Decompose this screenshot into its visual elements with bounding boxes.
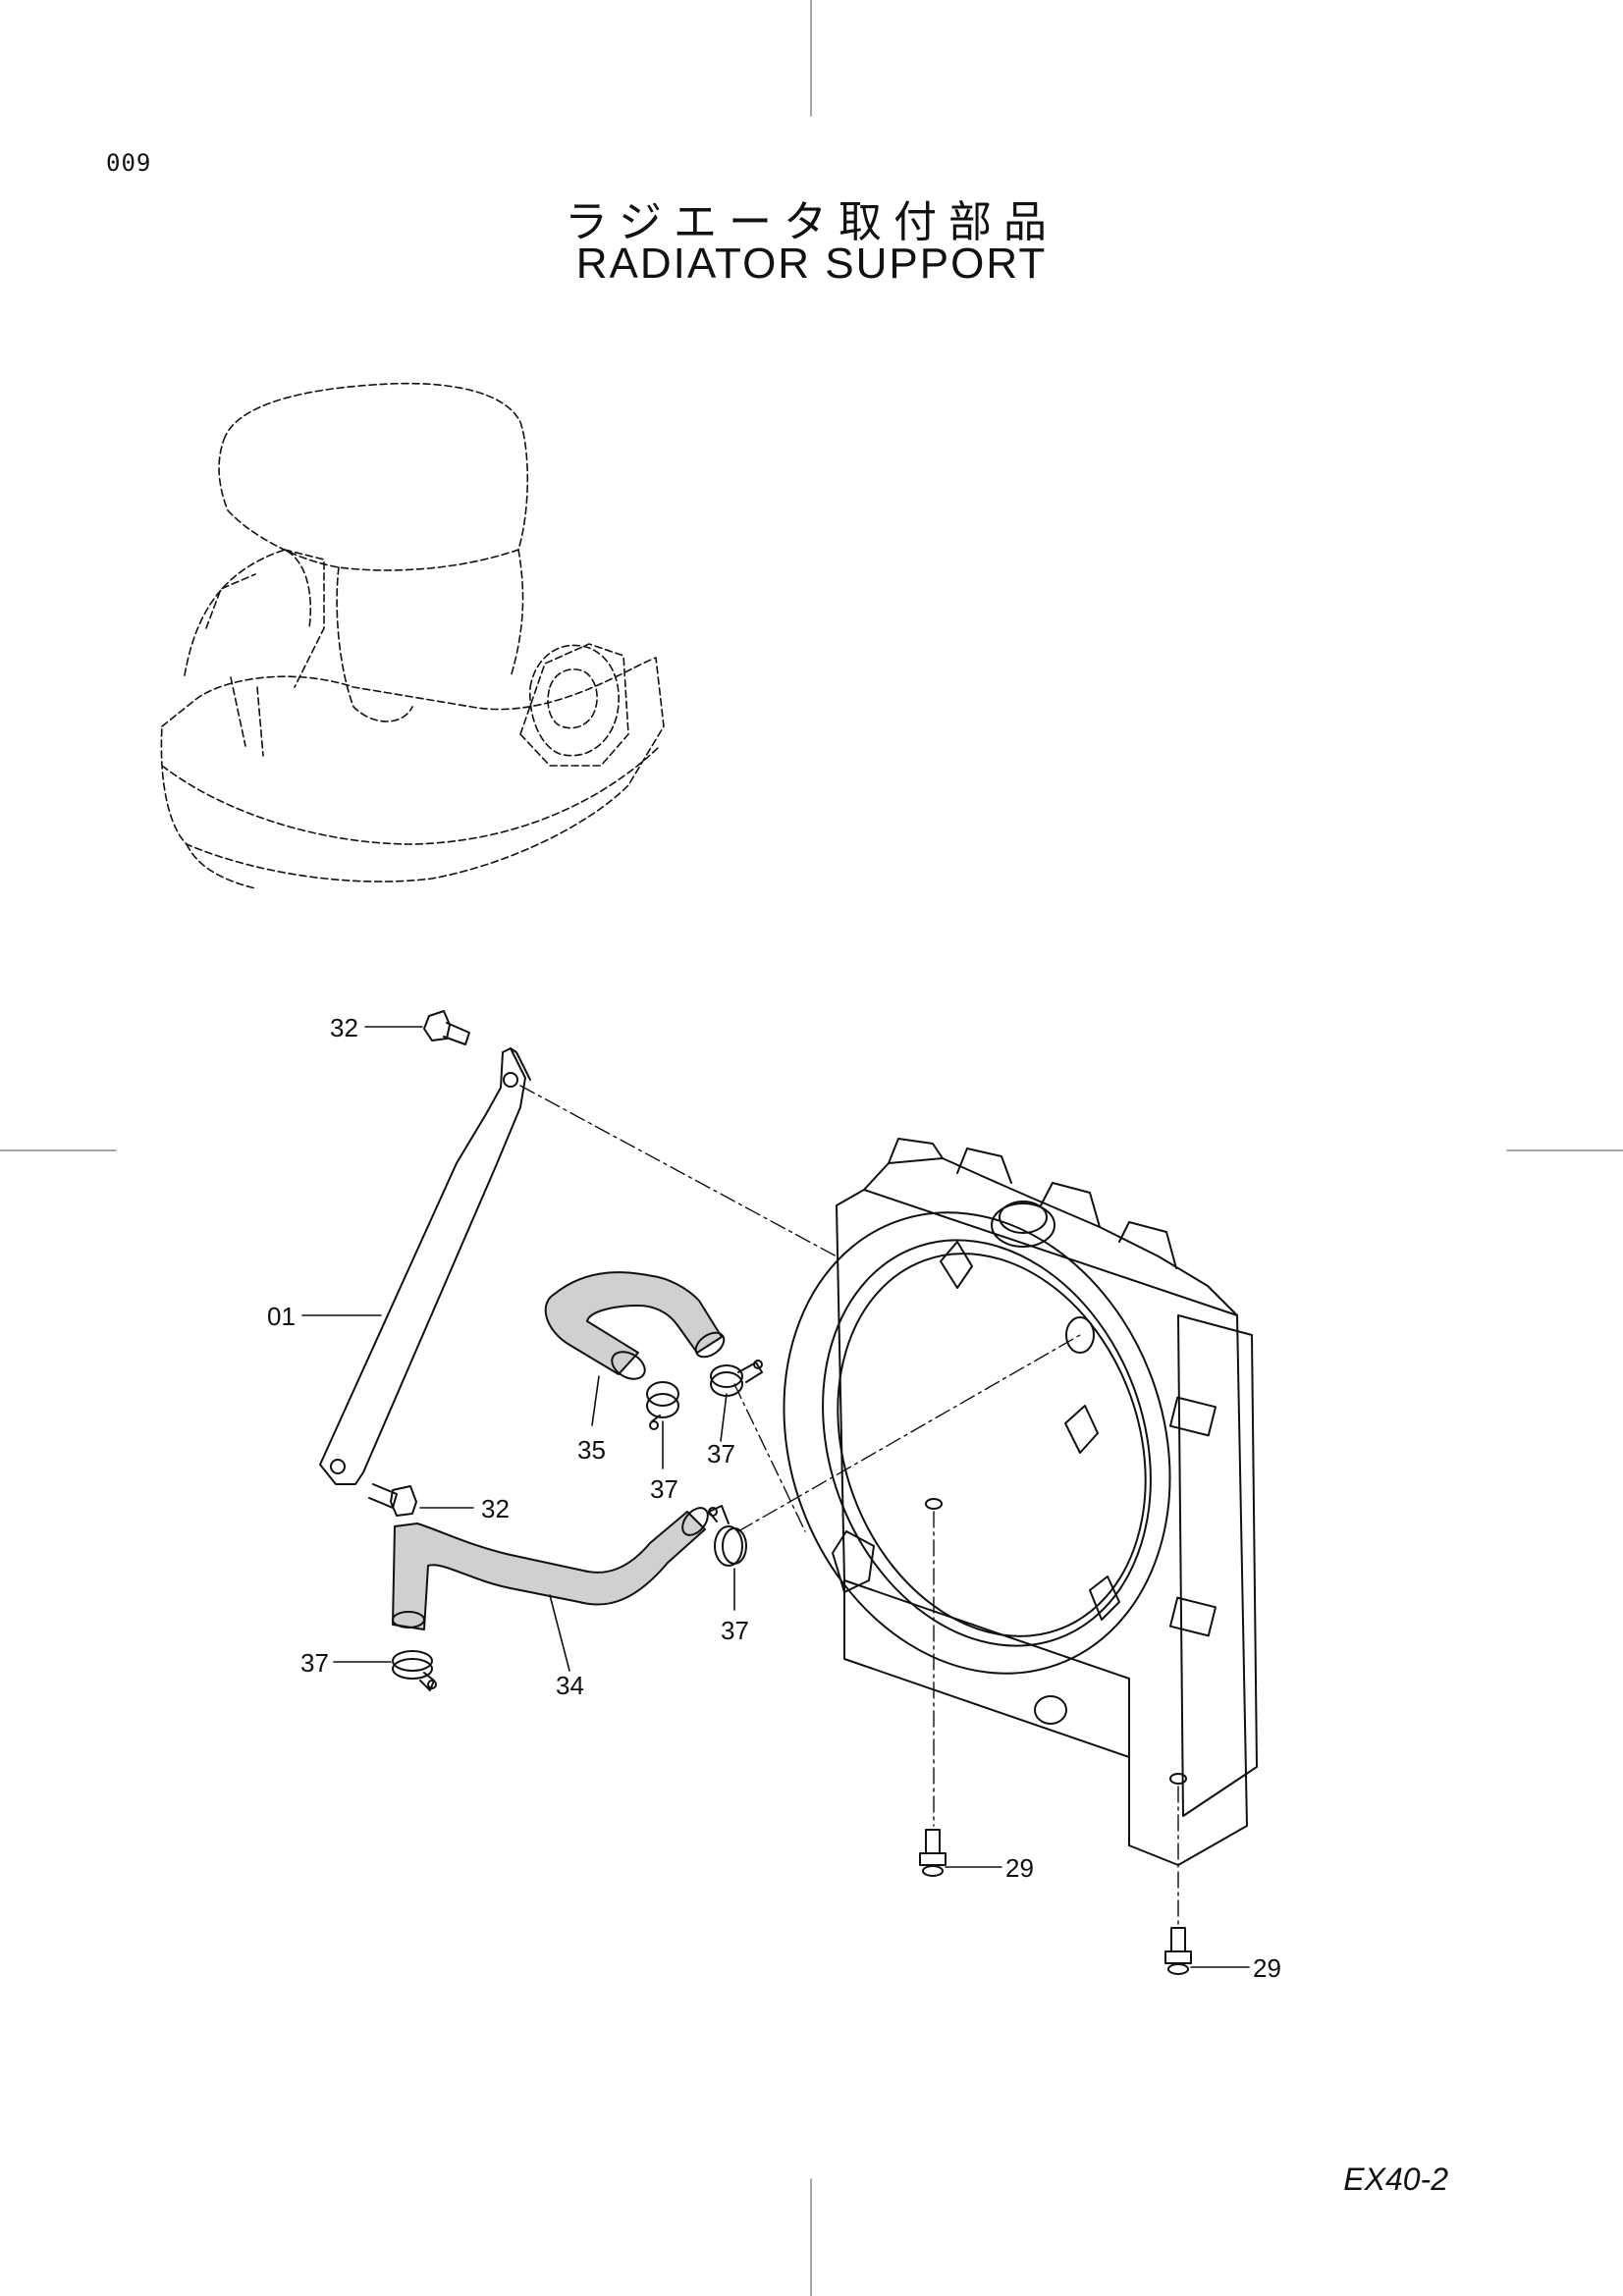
callout-32-mid: 32 [481,1494,510,1523]
bolt-part-32-top [423,1010,470,1045]
page-number: 009 [106,149,152,177]
callout-labels: 32 01 35 37 37 32 37 37 34 29 29 [267,1013,1281,1983]
callout-32-top: 32 [330,1013,358,1042]
machine-overview-sketch [160,382,665,889]
callout-34: 34 [556,1671,584,1700]
leader-lines [301,1026,1250,1968]
callout-29-b: 29 [1253,1953,1281,1983]
callout-37-b: 37 [707,1439,735,1468]
model-code: EX40-2 [1343,2162,1448,2197]
callout-37-a: 37 [650,1474,678,1504]
callout-37-c: 37 [721,1616,749,1645]
title-japanese: ラジエータ取付部品 [564,197,1059,247]
lower-hose-part-34 [392,1507,709,1630]
bolt-part-29-a [919,1829,947,1877]
support-stay-part-01 [319,1047,531,1485]
assembly-lines [519,1085,1179,1925]
hose-clamp-part-37-c [708,1505,747,1567]
callout-29-a: 29 [1005,1853,1034,1883]
hose-clamp-part-37-b [710,1360,763,1397]
upper-hose-part-35 [544,1271,726,1380]
bolt-part-32-mid [368,1483,417,1517]
title-english: RADIATOR SUPPORT [575,240,1048,288]
callout-01: 01 [267,1302,296,1331]
radiator-assembly [783,1138,1258,1866]
callout-35: 35 [577,1435,606,1465]
hose-clamp-part-37-d [392,1650,437,1691]
hose-clamp-part-37-a [646,1381,679,1430]
callout-37-d: 37 [300,1648,329,1678]
bolt-part-29-b [1164,1927,1192,1975]
